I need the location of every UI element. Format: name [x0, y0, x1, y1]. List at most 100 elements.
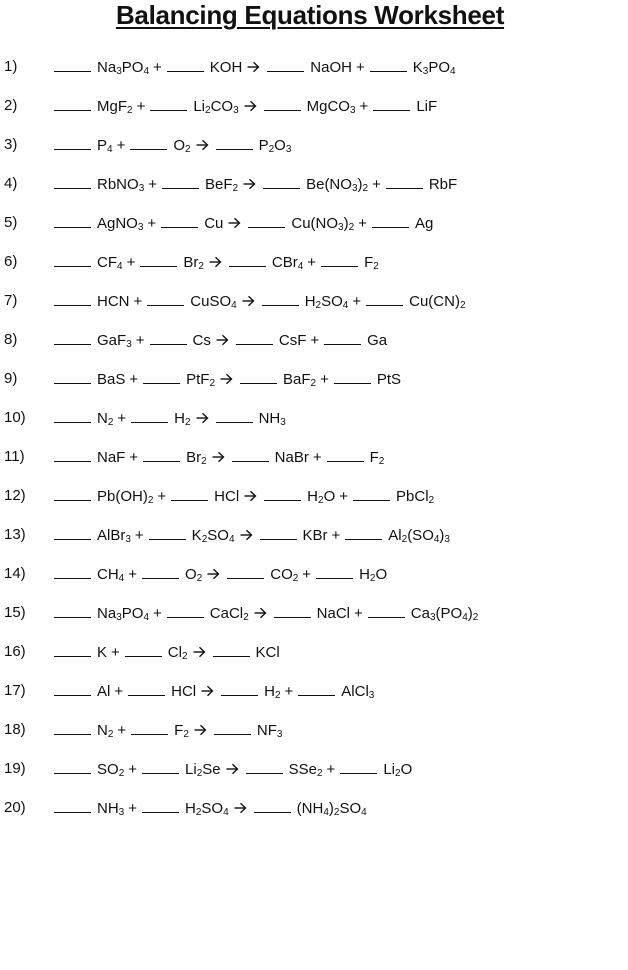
- plus-sign: +: [153, 59, 162, 76]
- coefficient-blank[interactable]: [142, 758, 180, 774]
- coefficient-blank[interactable]: [373, 95, 411, 111]
- coefficient-blank[interactable]: [131, 719, 169, 735]
- coefficient-blank[interactable]: [385, 173, 423, 189]
- formula-text: PO: [121, 59, 144, 76]
- coefficient-blank[interactable]: [273, 602, 311, 618]
- coefficient-blank[interactable]: [316, 563, 354, 579]
- coefficient-blank[interactable]: [130, 134, 168, 150]
- equation-number: 7): [4, 292, 18, 309]
- coefficient-blank[interactable]: [259, 524, 297, 540]
- coefficient-blank[interactable]: [54, 251, 91, 267]
- chemical-term: O2: [130, 134, 191, 157]
- coefficient-blank[interactable]: [131, 407, 169, 423]
- coefficient-blank[interactable]: [171, 485, 209, 501]
- coefficient-blank[interactable]: [366, 290, 404, 306]
- coefficient-blank[interactable]: [54, 446, 91, 462]
- coefficient-blank[interactable]: [54, 407, 91, 423]
- coefficient-blank[interactable]: [161, 212, 199, 228]
- coefficient-blank[interactable]: [162, 173, 200, 189]
- coefficient-blank[interactable]: [240, 368, 278, 384]
- coefficient-blank[interactable]: [54, 641, 91, 657]
- chemical-formula: H2: [174, 408, 190, 430]
- coefficient-blank[interactable]: [235, 329, 273, 345]
- coefficient-blank[interactable]: [231, 446, 269, 462]
- coefficient-blank[interactable]: [324, 329, 362, 345]
- formula-text: BaF: [283, 371, 311, 388]
- coefficient-blank[interactable]: [142, 563, 179, 579]
- equation-number: 15): [4, 604, 26, 621]
- coefficient-blank[interactable]: [267, 56, 305, 72]
- coefficient-blank[interactable]: [340, 758, 378, 774]
- coefficient-blank[interactable]: [264, 485, 302, 501]
- coefficient-blank[interactable]: [248, 212, 286, 228]
- chemical-term: Cs: [149, 329, 211, 352]
- subscript: 4: [323, 807, 329, 818]
- subscript: 4: [107, 144, 113, 155]
- coefficient-blank[interactable]: [263, 95, 301, 111]
- coefficient-blank[interactable]: [54, 134, 91, 150]
- chemical-formula: O2: [173, 135, 190, 157]
- coefficient-blank[interactable]: [143, 446, 181, 462]
- coefficient-blank[interactable]: [263, 173, 301, 189]
- coefficient-blank[interactable]: [213, 719, 251, 735]
- coefficient-blank[interactable]: [215, 407, 253, 423]
- right-arrow-icon: [220, 373, 233, 385]
- coefficient-blank[interactable]: [54, 95, 91, 111]
- coefficient-blank[interactable]: [54, 368, 91, 384]
- equation-number: 6): [4, 253, 18, 270]
- coefficient-blank[interactable]: [124, 641, 162, 657]
- coefficient-blank[interactable]: [54, 212, 91, 228]
- coefficient-blank[interactable]: [140, 251, 178, 267]
- formula-text: K: [412, 59, 423, 76]
- formula-text: MgCO: [306, 98, 350, 115]
- coefficient-blank[interactable]: [353, 485, 391, 501]
- coefficient-blank[interactable]: [150, 95, 188, 111]
- coefficient-blank[interactable]: [326, 446, 364, 462]
- chemical-term: CO2: [227, 563, 298, 586]
- coefficient-blank[interactable]: [321, 251, 359, 267]
- coefficient-blank[interactable]: [228, 251, 266, 267]
- coefficient-blank[interactable]: [371, 212, 409, 228]
- coefficient-blank[interactable]: [261, 290, 299, 306]
- coefficient-blank[interactable]: [245, 758, 283, 774]
- coefficient-blank[interactable]: [54, 563, 91, 579]
- coefficient-blank[interactable]: [227, 563, 265, 579]
- coefficient-blank[interactable]: [333, 368, 371, 384]
- coefficient-blank[interactable]: [149, 329, 187, 345]
- coefficient-blank[interactable]: [143, 368, 181, 384]
- coefficient-blank[interactable]: [54, 56, 91, 72]
- coefficient-blank[interactable]: [54, 485, 91, 501]
- subscript: 3: [116, 66, 122, 77]
- coefficient-blank[interactable]: [54, 602, 91, 618]
- coefficient-blank[interactable]: [166, 56, 204, 72]
- formula-text: (PO: [435, 605, 463, 622]
- coefficient-blank[interactable]: [253, 797, 291, 813]
- coefficient-blank[interactable]: [221, 680, 259, 696]
- chemical-term: PbCl2: [353, 485, 434, 508]
- chemical-term: H2O: [316, 563, 387, 586]
- coefficient-blank[interactable]: [148, 524, 186, 540]
- coefficient-blank[interactable]: [142, 797, 179, 813]
- coefficient-blank[interactable]: [54, 524, 91, 540]
- chemical-term: PtF2: [143, 368, 215, 391]
- coefficient-blank[interactable]: [54, 680, 91, 696]
- coefficient-blank[interactable]: [367, 602, 405, 618]
- coefficient-blank[interactable]: [54, 173, 91, 189]
- coefficient-blank[interactable]: [54, 719, 91, 735]
- formula-text: BaS: [97, 371, 126, 388]
- coefficient-blank[interactable]: [54, 329, 91, 345]
- coefficient-blank[interactable]: [215, 134, 253, 150]
- coefficient-blank[interactable]: [147, 290, 185, 306]
- coefficient-blank[interactable]: [212, 641, 250, 657]
- coefficient-blank[interactable]: [345, 524, 383, 540]
- coefficient-blank[interactable]: [54, 758, 91, 774]
- coefficient-blank[interactable]: [128, 680, 166, 696]
- coefficient-blank[interactable]: [54, 290, 91, 306]
- coefficient-blank[interactable]: [166, 602, 204, 618]
- coefficient-blank[interactable]: [298, 680, 336, 696]
- coefficient-blank[interactable]: [369, 56, 407, 72]
- coefficient-blank[interactable]: [54, 797, 91, 813]
